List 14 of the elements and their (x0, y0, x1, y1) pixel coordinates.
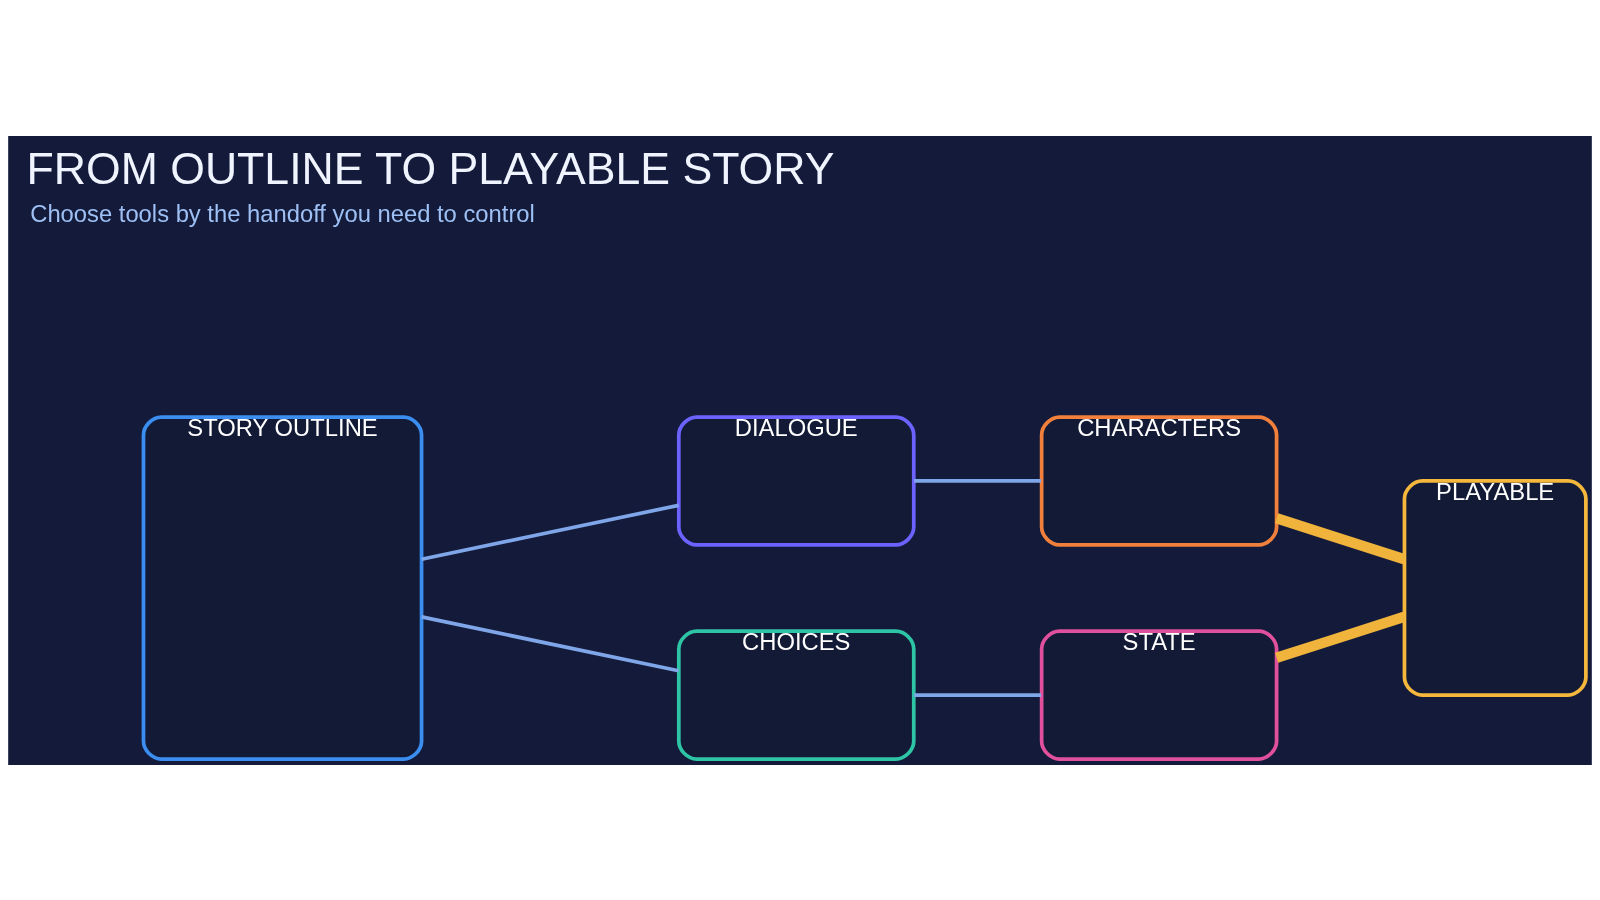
connector (914, 692, 1042, 697)
node-box: DIALOGUE (676, 414, 916, 547)
node-box: STORY OUTLINE (141, 414, 424, 761)
connector (1275, 512, 1406, 564)
connector (421, 614, 679, 673)
node-box: CHARACTERS (1039, 414, 1279, 547)
node-box: PLAYABLE (1402, 478, 1588, 697)
diagram-title: FROM OUTLINE TO PLAYABLE STORY (26, 143, 835, 193)
connector (421, 503, 679, 561)
connector (914, 478, 1042, 483)
label: Choose tools by the handoff you need to control (30, 199, 535, 227)
connector (1275, 611, 1406, 663)
node-box: STATE (1039, 628, 1279, 761)
node-box: CHOICES (676, 628, 916, 761)
